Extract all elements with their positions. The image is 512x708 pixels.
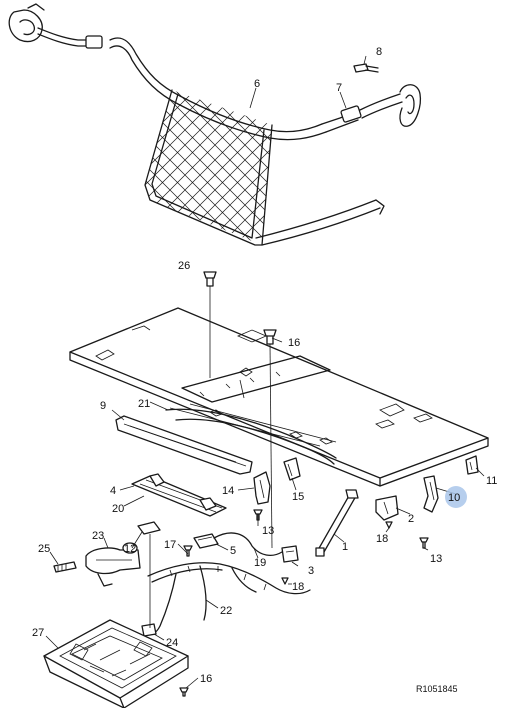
callout-9: 9 [100, 400, 106, 412]
callout-8: 8 [376, 46, 382, 58]
motor-23 [85, 542, 141, 587]
callout-19: 19 [254, 557, 266, 569]
callout-26: 26 [178, 260, 190, 272]
callout-10: 10 [448, 492, 460, 504]
fastener-16-top [263, 329, 277, 345]
callout-25: 25 [38, 543, 50, 555]
fastener-16-bottom [179, 687, 189, 697]
callout-6: 6 [254, 78, 260, 90]
callout-11: 11 [486, 475, 497, 487]
callout-7: 7 [336, 82, 342, 94]
callout-20: 20 [112, 503, 124, 515]
selection-highlight [445, 486, 467, 508]
tray-27 [43, 619, 189, 708]
screw-13-right [419, 537, 429, 549]
bracket-15 [283, 457, 301, 481]
bracket-11 [465, 455, 479, 475]
callout-18-right: 18 [376, 533, 388, 545]
callout-labels: 8 6 7 26 16 21 9 4 20 14 15 13 11 10 2 1… [32, 46, 497, 685]
callout-23: 23 [92, 530, 104, 542]
switch-12 [137, 521, 161, 535]
module-5 [193, 533, 219, 549]
callout-13-left: 13 [262, 525, 274, 537]
callout-21: 21 [138, 398, 150, 410]
callout-2: 2 [408, 513, 414, 525]
connector-3 [281, 545, 299, 563]
load-floor-panel [69, 307, 489, 487]
callout-22: 22 [220, 605, 232, 617]
callout-12: 12 [124, 543, 136, 555]
callout-16-top: 16 [288, 337, 300, 349]
leader-lines [45, 55, 485, 689]
callout-4: 4 [110, 485, 116, 497]
callout-13-right: 13 [430, 553, 442, 565]
trim-strip-9 [115, 415, 253, 475]
net-mesh [145, 90, 272, 245]
shaft-25 [53, 561, 77, 573]
hinge-10 [423, 475, 439, 513]
bracket-14 [253, 471, 271, 505]
rail-4 [131, 473, 227, 517]
gas-strut-1 [315, 489, 359, 557]
fastener-18-right [385, 521, 393, 529]
reference-code: R1051845 [416, 684, 458, 694]
callout-24: 24 [166, 637, 178, 649]
wiring-harness [147, 532, 311, 635]
callout-3: 3 [308, 565, 314, 577]
callout-5: 5 [230, 545, 236, 557]
callout-15: 15 [292, 491, 304, 503]
fastener-18-left [281, 577, 289, 585]
callout-27: 27 [32, 627, 44, 639]
callout-16-bottom: 16 [200, 673, 212, 685]
callout-1: 1 [342, 541, 348, 553]
fastener-26 [203, 271, 217, 287]
callout-18-left: 18 [292, 581, 304, 593]
callout-17: 17 [164, 539, 176, 551]
callout-14: 14 [222, 485, 234, 497]
cargo-net-assembly [8, 3, 422, 246]
hinge-2 [375, 495, 399, 521]
